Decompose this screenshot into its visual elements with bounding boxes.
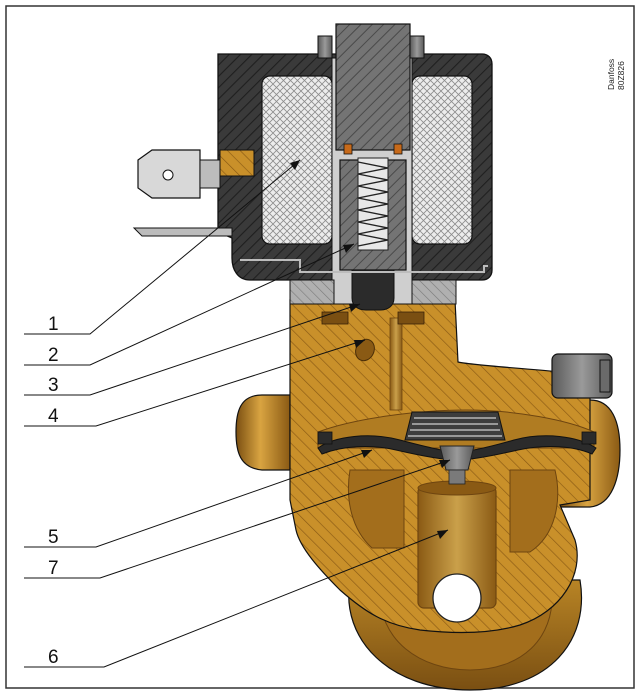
coil-winding-left — [261, 75, 333, 245]
stationary-core — [335, 23, 411, 151]
brand-code: 80Z826 — [616, 61, 626, 90]
leader-line-3 — [24, 303, 361, 396]
callout-label-6: 6 — [48, 647, 59, 668]
side-plug-body — [551, 353, 613, 399]
leader-line-1 — [24, 159, 301, 335]
bonnet-nut-left — [289, 279, 335, 305]
plunger-seal — [351, 269, 395, 311]
callout-label-2: 2 — [48, 345, 59, 366]
bonnet-nut-right — [411, 279, 457, 305]
clamp-left — [317, 431, 333, 445]
shading-ring-right — [393, 143, 403, 155]
electrical-terminal — [132, 149, 255, 237]
yoke-plate — [240, 259, 488, 273]
terminal-neck — [199, 159, 221, 189]
callout-label-7: 7 — [48, 558, 59, 579]
leader-arrow-2 — [343, 244, 354, 253]
leader-arrow-6 — [437, 530, 448, 539]
shading-ring-left — [343, 143, 353, 155]
callout-label-4: 4 — [48, 406, 59, 427]
leader-arrow-5 — [361, 450, 372, 458]
coil-assembly — [217, 23, 493, 311]
leader-arrow-3 — [349, 304, 360, 312]
callout-labels: 1 2 3 4 5 7 6 — [48, 314, 59, 668]
callout-label-1: 1 — [48, 314, 59, 335]
leader-line-5 — [24, 449, 373, 548]
inlet-port-boss — [235, 394, 291, 471]
diaphragm — [317, 435, 597, 461]
clamp-right — [581, 431, 597, 445]
terminal-insert — [219, 149, 255, 177]
top-nut-right — [409, 35, 425, 59]
pilot-channel — [389, 317, 403, 411]
leader-lines — [24, 159, 451, 668]
diaphragm-poppet — [439, 445, 475, 471]
frame-border — [5, 5, 635, 689]
leader-line-4 — [24, 339, 366, 427]
poppet-stem — [448, 469, 466, 485]
leader-line-2 — [24, 243, 355, 366]
bleed-channel — [321, 311, 349, 325]
bleed-channel-right — [397, 311, 425, 325]
brand-name: Danfoss — [606, 59, 616, 90]
earth-tab — [132, 227, 233, 237]
leader-arrow-7 — [439, 460, 450, 468]
leader-arrow-1 — [290, 160, 300, 170]
diaphragm-assembly — [317, 411, 597, 485]
valve-body — [235, 299, 621, 691]
outlet-cavity — [509, 469, 559, 553]
leader-arrow-4 — [354, 340, 365, 348]
brand-block: Danfoss 80Z826 — [606, 59, 626, 90]
terminal-hole — [162, 169, 174, 181]
closing-spring — [357, 157, 389, 251]
side-plug-ring — [599, 359, 611, 393]
leader-line-6 — [24, 529, 449, 668]
diaphragm-stack — [404, 411, 506, 441]
top-nut — [317, 35, 333, 59]
callout-label-5: 5 — [48, 527, 59, 548]
coil-winding-right — [411, 75, 473, 245]
callout-label-3: 3 — [48, 375, 59, 396]
side-plug — [551, 353, 613, 399]
port-hole — [432, 573, 482, 623]
leader-line-7 — [24, 459, 451, 579]
